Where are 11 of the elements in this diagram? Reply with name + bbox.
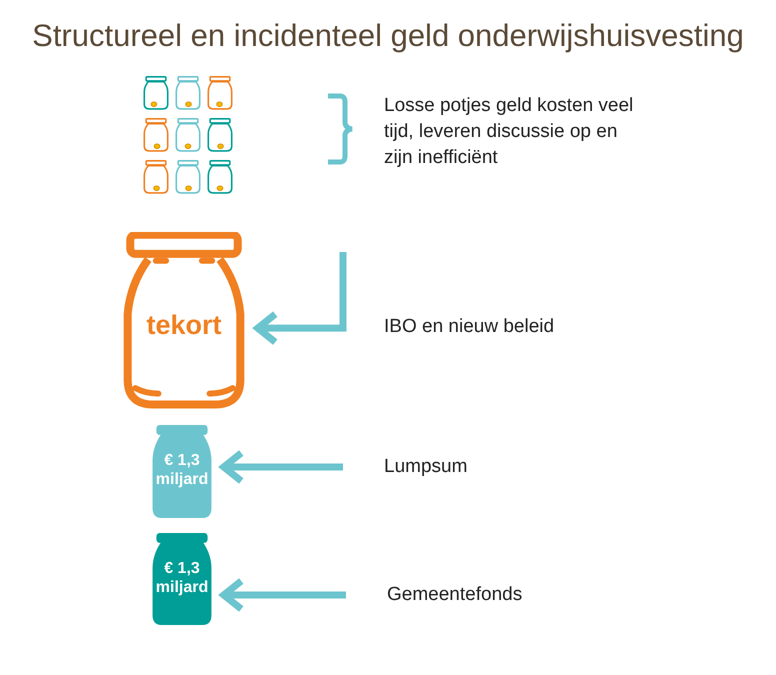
jar-label: tekort	[145, 309, 222, 342]
arrow	[220, 578, 346, 612]
jar-label: € 1,3 miljard	[154, 558, 210, 598]
arrow	[220, 450, 343, 484]
note-text: IBO en nieuw beleid	[384, 315, 554, 339]
jar-label: € 1,3 miljard	[154, 451, 210, 490]
arrow	[254, 252, 346, 346]
note-text: Losse potjes geld kosten veel tijd, leveren discussie op en zijn inefficiënt	[384, 94, 634, 170]
source-label: Lumpsum	[384, 456, 468, 478]
title: Structureel en incidenteel geld onderwijshuisvesting	[31, 18, 745, 54]
source-label: Gemeentefonds	[387, 584, 522, 606]
